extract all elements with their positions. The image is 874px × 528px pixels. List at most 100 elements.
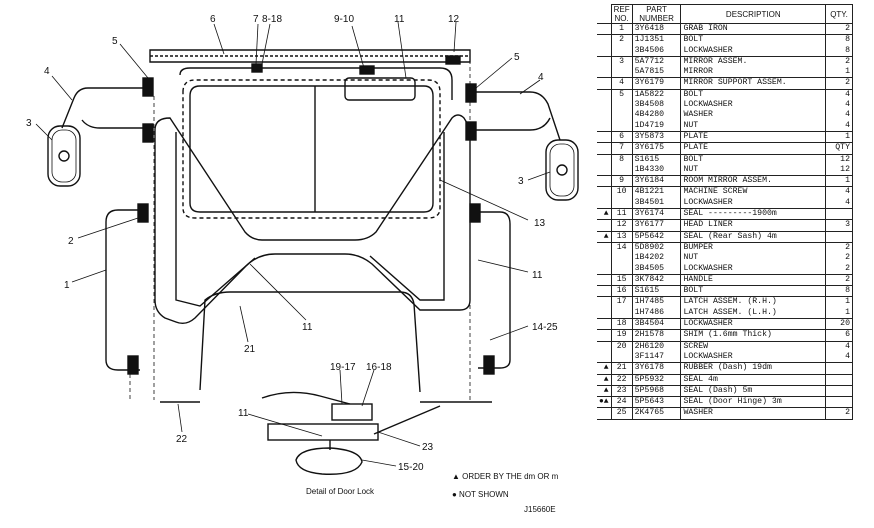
order-mark xyxy=(597,263,612,275)
order-mark: ▲ xyxy=(597,373,612,386)
header-ref-no: REF NO. xyxy=(610,4,633,24)
qty-cell: 4 xyxy=(825,186,853,198)
part-number-cell: 3Y6418 xyxy=(631,22,682,35)
callout-5-right: 5 xyxy=(514,52,520,63)
cab-glass-diagram: 5 4 3 2 1 6 7 8-18 9-10 11 12 5 4 3 13 1… xyxy=(26,14,579,514)
description-cell: MIRROR xyxy=(680,67,827,78)
description-cell: SHIM (1.6mm Thick) xyxy=(680,329,827,342)
ref-no-cell xyxy=(610,67,633,78)
callout-21: 21 xyxy=(244,344,256,355)
part-number-cell: 1H7485 xyxy=(631,296,682,308)
part-number-cell: S1615 xyxy=(631,285,682,297)
callout-2: 2 xyxy=(68,236,74,247)
ref-no-cell xyxy=(610,351,633,363)
ref-no-cell xyxy=(610,120,633,132)
callout-13: 13 xyxy=(534,218,546,229)
description-cell: MIRROR SUPPORT ASSEM. xyxy=(680,77,827,90)
order-mark xyxy=(597,219,612,232)
ref-no-cell: 21 xyxy=(610,362,633,374)
order-mark xyxy=(597,45,612,57)
order-mark xyxy=(597,142,612,155)
door-frame xyxy=(199,291,421,393)
order-mark xyxy=(597,253,612,264)
ref-no-cell: 3 xyxy=(610,55,633,68)
order-mark xyxy=(597,67,612,78)
description-cell: BOLT xyxy=(680,34,827,46)
qty-cell: 20 xyxy=(825,318,853,330)
description-cell: SEAL ---------1900m xyxy=(680,208,827,220)
order-mark xyxy=(597,164,612,176)
ref-no-cell: 15 xyxy=(610,273,633,286)
part-number-cell: 1B4330 xyxy=(631,164,682,176)
qty-cell: QTY xyxy=(825,142,853,155)
description-cell: MACHINE SCREW xyxy=(680,186,827,198)
qty-cell: 4 xyxy=(825,100,853,111)
order-mark xyxy=(597,329,612,342)
callout-3-right: 3 xyxy=(518,176,524,187)
callout-7: 7 xyxy=(253,14,259,25)
part-number-cell: 3Y6175 xyxy=(631,142,682,155)
part-number-cell: 3F1147 xyxy=(631,351,682,363)
ref-no-cell: 19 xyxy=(610,329,633,342)
order-mark: ●▲ xyxy=(597,396,612,408)
qty-cell: 4 xyxy=(825,351,853,363)
order-mark: ▲ xyxy=(597,230,612,243)
order-mark xyxy=(597,296,612,308)
part-number-cell: 5P5643 xyxy=(631,396,682,408)
order-mark xyxy=(597,273,612,286)
part-number-cell: 4B4280 xyxy=(631,110,682,121)
ref-no-cell: 11 xyxy=(610,208,633,220)
order-mark xyxy=(597,77,612,90)
callout-9-10: 9-10 xyxy=(334,14,354,25)
description-cell: PLATE xyxy=(680,142,827,155)
figure-id: J15660E xyxy=(524,505,556,514)
description-cell: LOCKWASHER xyxy=(680,263,827,275)
ref-no-cell: 13 xyxy=(610,230,633,243)
header-description: DESCRIPTION xyxy=(680,4,827,24)
ref-no-cell xyxy=(610,197,633,209)
order-note: ▲ ORDER BY THE dm OR m xyxy=(452,472,559,481)
ref-no-cell: 18 xyxy=(610,318,633,330)
ref-no-cell: 8 xyxy=(610,153,633,165)
order-mark xyxy=(597,22,612,35)
part-number-cell: 5P5932 xyxy=(631,373,682,386)
order-mark xyxy=(597,153,612,165)
ref-no-cell: 7 xyxy=(610,142,633,155)
callout-14-25: 14-25 xyxy=(532,322,558,333)
ref-no-cell: 9 xyxy=(610,175,633,187)
part-number-cell: 1D4719 xyxy=(631,120,682,132)
qty-cell: 12 xyxy=(825,164,853,176)
callout-3-left: 3 xyxy=(26,118,32,129)
ref-no-cell xyxy=(610,263,633,275)
ref-no-cell xyxy=(610,253,633,264)
qty-cell: 8 xyxy=(825,34,853,46)
part-number-cell: 3Y6184 xyxy=(631,175,682,187)
part-number-cell: 5A7815 xyxy=(631,67,682,78)
ref-no-cell xyxy=(610,307,633,319)
part-number-cell: 3Y6177 xyxy=(631,219,682,232)
description-cell: WASHER xyxy=(680,407,827,420)
qty-cell: 4 xyxy=(825,120,853,132)
qty-cell: 2 xyxy=(825,407,853,420)
header-part-number: PART NUMBER xyxy=(631,4,682,24)
ref-no-cell xyxy=(610,100,633,111)
ref-no-cell xyxy=(610,45,633,57)
qty-cell xyxy=(825,396,853,408)
description-cell: HANDLE xyxy=(680,273,827,286)
part-number-cell: 3B4501 xyxy=(631,197,682,209)
